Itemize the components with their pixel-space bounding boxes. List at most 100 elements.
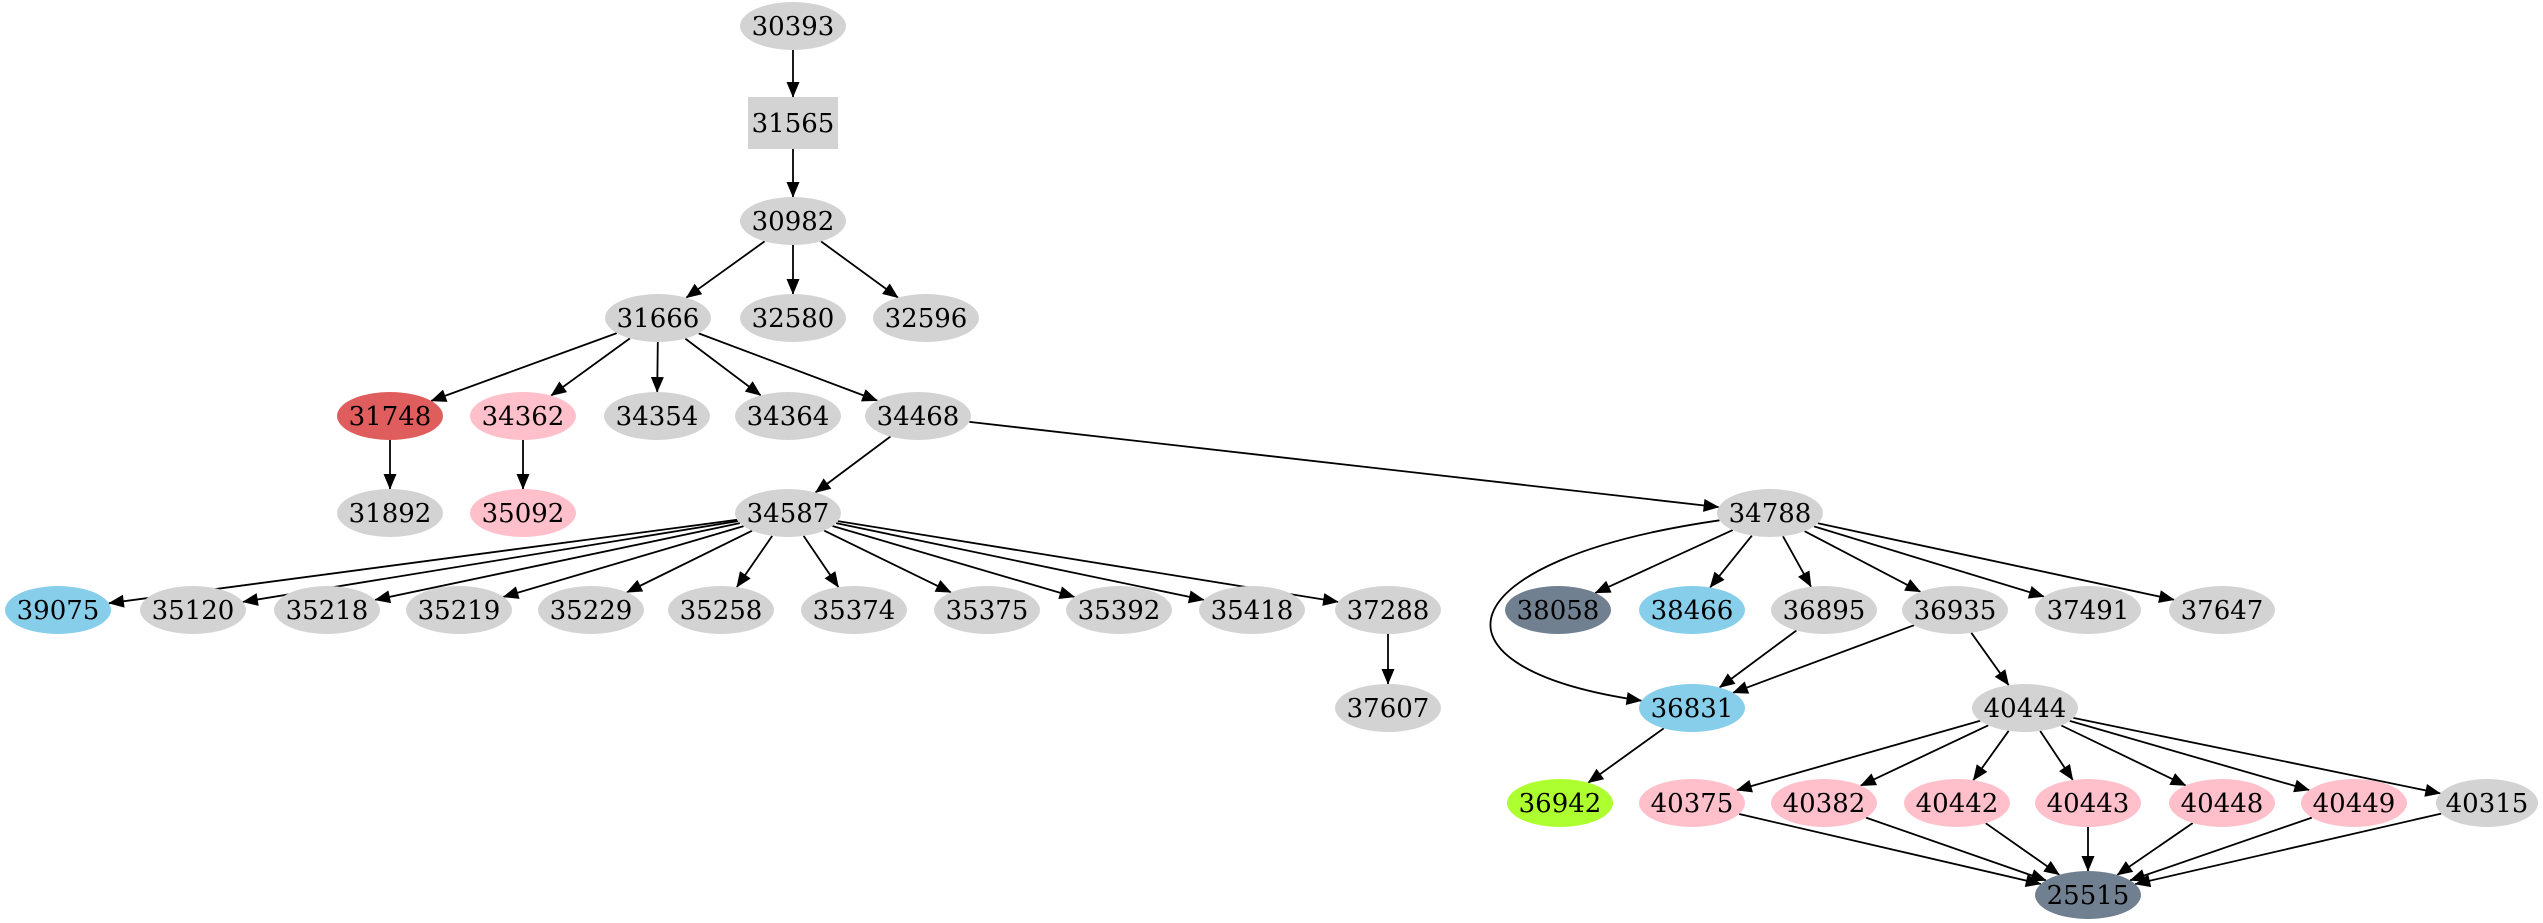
node-label: 37607 [1347,694,1430,724]
edge-34587-35375 [823,529,952,594]
node-label: 31892 [349,499,432,529]
node-40382: 40382 [1771,779,1877,827]
node-37607: 37607 [1335,684,1441,732]
edge-34587-35258 [736,535,773,588]
node-25515: 25515 [2035,871,2141,919]
edge-36831-36942 [1587,727,1665,784]
edge-34788-37647 [1817,522,2175,603]
node-ellipse-shape [1335,684,1441,732]
node-ellipse-shape [1717,489,1823,537]
node-ellipse-shape [735,392,841,440]
node-ellipse-shape [1335,586,1441,634]
node-ellipse-shape [1639,779,1745,827]
node-35375: 35375 [934,586,1040,634]
node-label: 35218 [286,596,369,626]
edge-34587-35218 [374,522,741,604]
edge-34788-37491 [1813,525,2045,599]
edge-36895-36831 [1719,629,1797,689]
node-ellipse-shape [604,392,710,440]
edge-30982-32596 [820,240,899,299]
node-ellipse-shape [1505,586,1611,634]
edge-34788-36935 [1804,530,1921,593]
edge-31666-34468 [698,332,878,402]
node-ellipse-shape [668,586,774,634]
node-32596: 32596 [873,294,979,342]
node-label: 34788 [1729,499,1812,529]
node-37288: 37288 [1335,586,1441,634]
node-35392: 35392 [1066,586,1172,634]
node-35219: 35219 [406,586,512,634]
node-ellipse-shape [1771,586,1877,634]
node-label: 35392 [1078,596,1161,626]
node-ellipse-shape [337,392,443,440]
node-ellipse-shape [801,586,907,634]
node-37491: 37491 [2035,586,2141,634]
node-40448: 40448 [2169,779,2275,827]
node-label: 36935 [1914,596,1997,626]
node-label: 34354 [616,402,699,432]
node-ellipse-shape [2035,871,2141,919]
node-ellipse-shape [873,294,979,342]
edge-31666-34354 [650,341,664,393]
edge-40444-40448 [2060,724,2187,787]
node-35229: 35229 [538,586,644,634]
node-40442: 40442 [1904,779,2010,827]
node-40449: 40449 [2301,779,2407,827]
node-label: 35374 [813,596,896,626]
edge-34468-34788 [969,421,1720,512]
node-ellipse-shape [5,586,111,634]
node-label: 37288 [1347,596,1430,626]
node-label: 35375 [946,596,1029,626]
edge-31666-34364 [684,337,762,397]
node-ellipse-shape [337,489,443,537]
node-label: 35418 [1211,596,1294,626]
node-ellipse-shape [1639,684,1745,732]
node-40443: 40443 [2035,779,2141,827]
node-ellipse-shape [1771,779,1877,827]
edge-34788-36831 [1489,519,1720,705]
node-label: 36942 [1519,789,1602,819]
node-ellipse-shape [740,2,846,50]
edge-40444-40315 [2073,717,2441,797]
edge-40444-40382 [1860,724,1989,787]
edge-31666-34362 [550,337,631,397]
node-label: 40448 [2181,789,2264,819]
node-ellipse-shape [1199,586,1305,634]
node-ellipse-shape [406,586,512,634]
node-ellipse-shape [735,489,841,537]
edge-34587-35418 [835,522,1205,604]
node-ellipse-shape [1972,684,2078,732]
edge-40448-25515 [2116,822,2194,876]
edge-40449-25515 [2129,816,2313,882]
node-label: 32596 [885,304,968,334]
node-box-shape [748,97,838,149]
node-label: 40444 [1984,694,2067,724]
node-label: 39075 [17,596,100,626]
edge-34468-34587 [814,435,892,494]
node-38058: 38058 [1505,586,1611,634]
node-31666: 31666 [605,294,711,342]
node-ellipse-shape [1066,586,1172,634]
edge-40382-25515 [1865,816,2047,882]
node-ellipse-shape [2169,779,2275,827]
node-ellipse-shape [2436,779,2538,827]
node-34587: 34587 [735,489,841,537]
edge-40444-40449 [2069,720,2310,793]
node-ellipse-shape [605,294,711,342]
edge-40315-25515 [2134,812,2442,888]
edge-34788-38466 [1709,535,1753,588]
node-ellipse-shape [740,197,846,245]
node-label: 34468 [877,402,960,432]
node-label: 35229 [550,596,633,626]
node-label: 35120 [152,596,235,626]
node-ellipse-shape [2301,779,2407,827]
node-30982: 30982 [740,197,846,245]
node-35418: 35418 [1199,586,1305,634]
node-31565: 31565 [748,97,838,149]
edge-34587-35392 [832,525,1076,600]
node-34354: 34354 [604,392,710,440]
edge-40375-25515 [1738,813,2042,887]
